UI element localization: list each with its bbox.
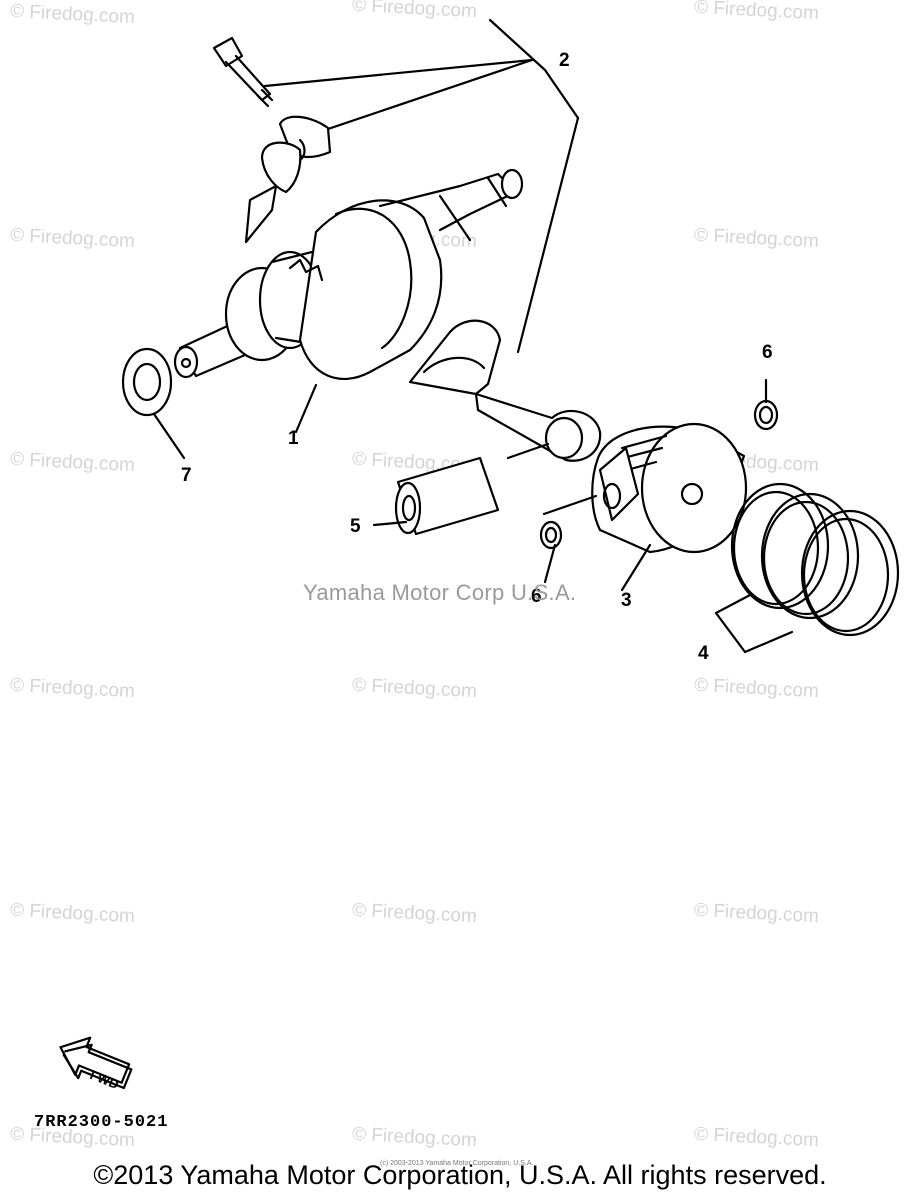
callout-5: 5	[350, 516, 361, 537]
copyright-notice: ©2013 Yamaha Motor Corporation, U.S.A. A…	[93, 1160, 827, 1190]
leader-lines	[152, 378, 794, 654]
callout-2: 2	[559, 50, 570, 71]
small-copyright: (c) 2003-2013 Yamaha Motor Corporation, …	[380, 1160, 534, 1167]
fwd-arrow	[59, 1036, 133, 1090]
callout-7: 7	[181, 465, 192, 486]
callout-3: 3	[621, 590, 632, 611]
bolt	[212, 36, 274, 108]
bearing-cap	[244, 115, 332, 244]
circlip-left	[539, 520, 563, 550]
piston	[591, 422, 748, 554]
callout-6-left: 6	[531, 586, 542, 607]
center-watermark: Yamaha Motor Corp U.S.A.	[303, 580, 577, 605]
piston-rings	[730, 482, 900, 637]
crankshaft	[173, 168, 524, 381]
thrust-washer	[121, 347, 173, 417]
callout-1: 1	[288, 428, 299, 449]
callout-6-right: 6	[762, 342, 773, 363]
callout-4: 4	[698, 643, 709, 664]
diagram-code: 7RR2300-5021	[34, 1113, 169, 1132]
circlip-right	[753, 399, 779, 431]
connecting-rod	[408, 319, 602, 462]
leader-lines-2	[263, 18, 580, 354]
piston-pin	[394, 456, 500, 536]
